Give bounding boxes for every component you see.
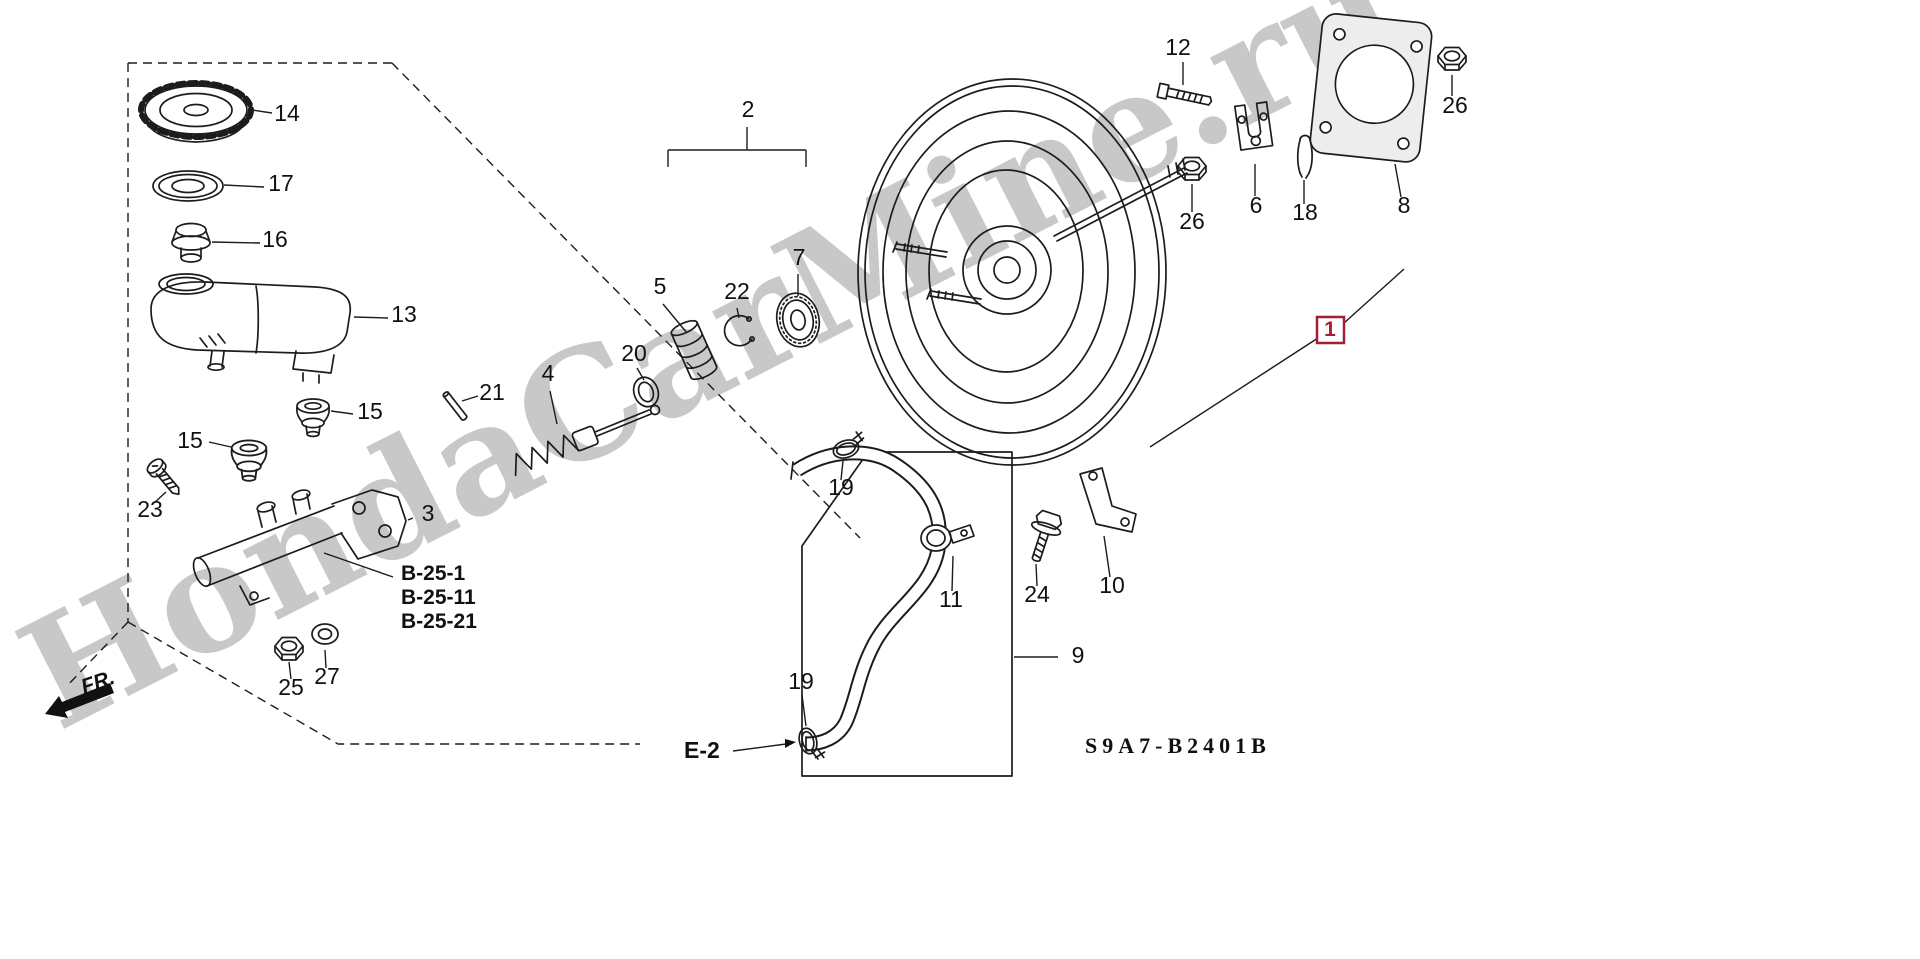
ref-e2[interactable]: E-2 <box>684 737 720 763</box>
e2-arrowhead <box>785 739 796 748</box>
callout-11[interactable]: 11 <box>939 586 963 612</box>
highlight-number[interactable]: 1 <box>1324 318 1336 341</box>
callout-20[interactable]: 20 <box>621 340 647 366</box>
hose-assembly-box <box>801 451 1013 777</box>
highlight-box[interactable] <box>1315 315 1346 345</box>
callout-17[interactable]: 17 <box>268 170 294 196</box>
leader-lines <box>153 62 1453 752</box>
callout-26-left[interactable]: 26 <box>1179 208 1205 234</box>
callout-2[interactable]: 2 <box>742 96 755 122</box>
part-gasket-8 <box>1309 13 1433 163</box>
part-nut-26-right <box>1437 46 1467 71</box>
callout-19-top[interactable]: 19 <box>828 474 854 500</box>
callout-19-bottom[interactable]: 19 <box>788 668 814 694</box>
part-vacuum-hose-9 <box>790 445 947 752</box>
callout-23[interactable]: 23 <box>137 496 163 522</box>
callout-3[interactable]: 3 <box>422 500 435 526</box>
assembly-boundary-lines <box>65 62 861 745</box>
callout-15-right[interactable]: 15 <box>357 398 383 424</box>
callout-13[interactable]: 13 <box>391 301 417 327</box>
callout-14[interactable]: 14 <box>274 100 300 126</box>
part-washer-27 <box>311 623 339 645</box>
ref-b25-11[interactable]: B-25-11 <box>401 586 476 609</box>
callout-22[interactable]: 22 <box>724 278 750 304</box>
part-diaphragm-seal <box>152 170 224 202</box>
callout-26-right[interactable]: 26 <box>1442 92 1468 118</box>
callout-7[interactable]: 7 <box>793 244 806 270</box>
part-brake-booster <box>857 78 1188 466</box>
watermark-text: HondaCarMine.ru <box>0 0 1425 764</box>
part-seal-7 <box>775 292 821 348</box>
part-oring-20 <box>632 376 660 408</box>
part-grommet-right <box>295 398 331 438</box>
callout-5[interactable]: 5 <box>654 273 667 299</box>
part-piston-assembly-4 <box>514 404 661 477</box>
callout-10[interactable]: 10 <box>1099 572 1125 598</box>
callout-6[interactable]: 6 <box>1250 192 1263 218</box>
front-direction-marker: FR. <box>45 666 118 718</box>
part-reservoir-tank <box>150 273 352 384</box>
part-screw-23 <box>146 458 180 496</box>
callout-8[interactable]: 8 <box>1398 192 1411 218</box>
callout-15-left[interactable]: 15 <box>177 427 203 453</box>
part-reservoir-cap <box>138 80 254 143</box>
part-bolt-12 <box>1156 82 1213 106</box>
part-bolt-24 <box>1030 509 1063 563</box>
part-valve-11 <box>920 524 975 552</box>
callout-24[interactable]: 24 <box>1024 581 1050 607</box>
callout-9[interactable]: 9 <box>1072 642 1085 668</box>
ref-b25-21[interactable]: B-25-21 <box>401 610 477 633</box>
ref-b25-1[interactable]: B-25-1 <box>401 562 466 585</box>
part-snap-ring-22 <box>723 314 756 347</box>
diagram-code: S9A7-B2401B <box>1085 733 1271 758</box>
part-master-cylinder <box>192 489 407 606</box>
front-direction-arrow-icon <box>45 683 114 718</box>
callout-27[interactable]: 27 <box>314 663 340 689</box>
callout-25[interactable]: 25 <box>278 674 304 700</box>
callout-12[interactable]: 12 <box>1165 34 1191 60</box>
callout-16[interactable]: 16 <box>262 226 288 252</box>
part-rod-pin-21 <box>442 391 468 421</box>
part-bracket-10 <box>1079 467 1137 533</box>
callout-18[interactable]: 18 <box>1292 199 1318 225</box>
part-yoke-6 <box>1233 101 1274 151</box>
callout-1-highlight[interactable]: 1 <box>1315 315 1346 345</box>
callout-21[interactable]: 21 <box>479 379 505 405</box>
callout-4[interactable]: 4 <box>542 360 555 386</box>
part-mount-grommet <box>171 222 211 263</box>
